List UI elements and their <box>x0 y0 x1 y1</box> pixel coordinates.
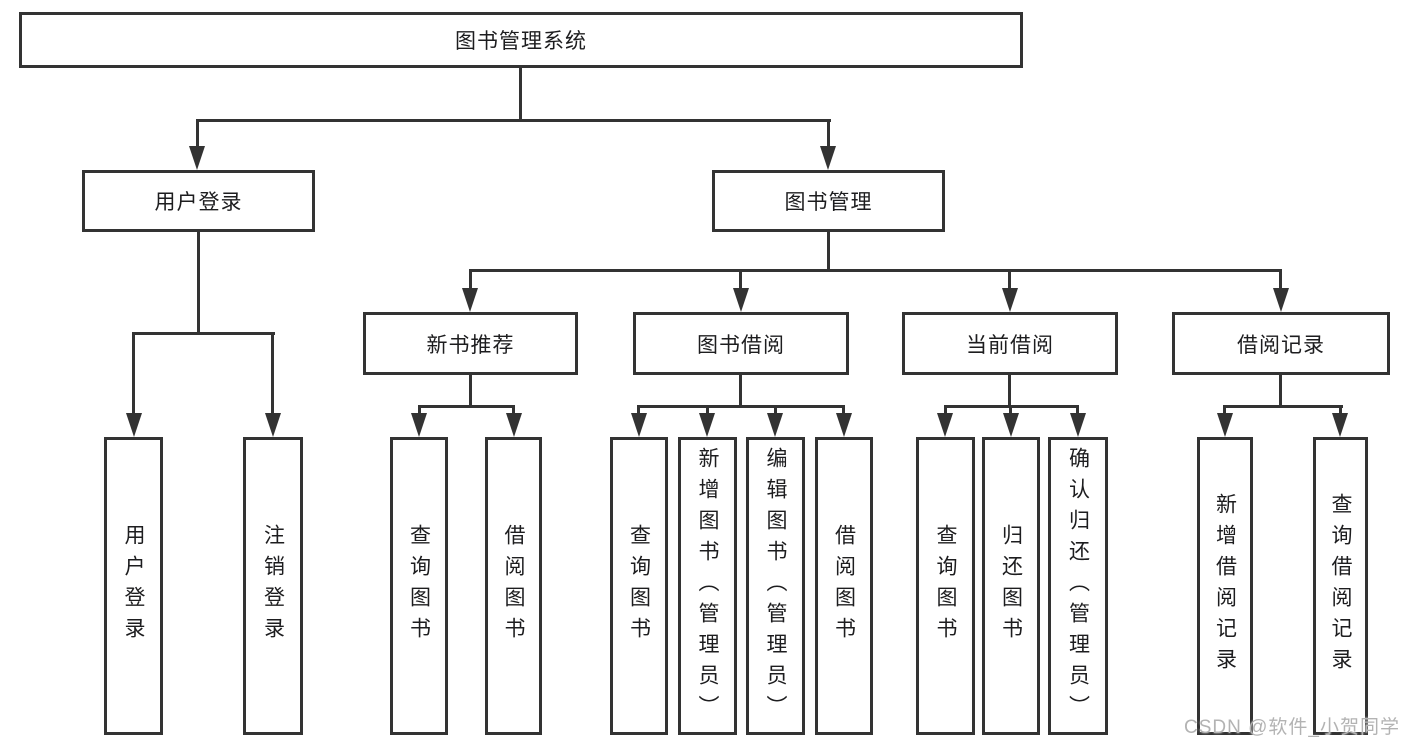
arrow-down-icon <box>1002 288 1018 312</box>
arrow-down-icon <box>1217 413 1233 437</box>
connector-stem <box>1076 405 1079 415</box>
node-label: 借阅记录 <box>1237 333 1325 357</box>
arrow-down-icon <box>1070 413 1086 437</box>
arrow-down-icon <box>820 146 836 170</box>
node-label: 图书借阅 <box>697 333 785 357</box>
node-label: 当前借阅 <box>966 333 1054 357</box>
arrow-down-icon <box>265 413 281 437</box>
connector-horizontal <box>945 405 1079 408</box>
arrow-down-icon <box>937 413 953 437</box>
leaf-label: 归还图书 <box>999 524 1023 648</box>
leaf-label: 查询图书 <box>407 524 431 648</box>
connector-stem <box>196 119 199 150</box>
arrow-down-icon <box>1003 413 1019 437</box>
leaf-borrowing-query-books: 查询图书 <box>610 437 668 735</box>
connector-stem <box>512 405 515 415</box>
connector-horizontal <box>1224 405 1343 408</box>
connector-horizontal <box>639 405 845 408</box>
connector-drop <box>1008 375 1011 408</box>
arrow-down-icon <box>462 288 478 312</box>
connector-stem <box>1339 405 1342 415</box>
leaf-logout: 注销登录 <box>243 437 303 735</box>
connector-stem <box>271 332 274 413</box>
connector-drop <box>469 375 472 408</box>
connector-drop <box>739 375 742 408</box>
arrow-down-icon <box>189 146 205 170</box>
node-label: 用户登录 <box>154 191 243 214</box>
leaf-borrowing-borrow-books: 借阅图书 <box>815 437 873 735</box>
leaf-user-login: 用户登录 <box>104 437 163 735</box>
node-root-label: 图书管理系统 <box>455 30 587 53</box>
leaf-label: 注销登录 <box>261 524 285 648</box>
connector-drop <box>1279 375 1282 408</box>
connector-stem <box>132 332 135 413</box>
node-current-borrowing: 当前借阅 <box>902 312 1118 375</box>
leaf-label: 编辑图书（管理员） <box>764 446 787 726</box>
node-user-login-branch: 用户登录 <box>82 170 315 232</box>
arrow-down-icon <box>836 413 852 437</box>
arrow-down-icon <box>126 413 142 437</box>
connector-stem <box>637 405 640 415</box>
leaf-label: 查询借阅记录 <box>1329 493 1352 679</box>
leaf-label: 确认归还（管理员） <box>1066 446 1090 726</box>
csdn-watermark: CSDN @软件_小贺同学 <box>1184 717 1400 738</box>
connector-horizontal <box>133 332 275 335</box>
node-root: 图书管理系统 <box>19 12 1023 68</box>
connector-stem <box>706 405 709 415</box>
leaf-current-confirm-return-admin: 确认归还（管理员） <box>1048 437 1108 735</box>
leaf-label: 新增图书（管理员） <box>696 446 719 726</box>
arrow-down-icon <box>733 288 749 312</box>
leaf-borrowing-add-books-admin: 新增图书（管理员） <box>678 437 737 735</box>
connector-stem <box>1279 269 1282 290</box>
leaf-label: 用户登录 <box>122 524 145 648</box>
leaf-label: 借阅图书 <box>502 524 525 648</box>
leaf-label: 新增借阅记录 <box>1213 493 1237 679</box>
connector-stem <box>1223 405 1226 415</box>
connector-stem <box>739 269 742 290</box>
arrow-down-icon <box>699 413 715 437</box>
arrow-down-icon <box>411 413 427 437</box>
leaf-current-return-books: 归还图书 <box>982 437 1040 735</box>
leaf-current-query-books: 查询图书 <box>916 437 975 735</box>
node-book-borrowing: 图书借阅 <box>633 312 849 375</box>
arrow-down-icon <box>631 413 647 437</box>
leaf-label: 借阅图书 <box>832 524 856 648</box>
arrow-down-icon <box>506 413 522 437</box>
connector-horizontal <box>419 405 515 408</box>
connector-l2-horizontal <box>197 119 831 122</box>
leaf-label: 查询图书 <box>934 524 957 648</box>
connector-stem <box>842 405 845 415</box>
connector-stem <box>827 119 830 150</box>
node-book-management: 图书管理 <box>712 170 945 232</box>
connector-stem <box>944 405 947 415</box>
leaf-label: 查询图书 <box>627 524 651 648</box>
node-label: 图书管理 <box>784 191 873 214</box>
connector-l3-horizontal <box>470 269 1281 272</box>
connector-drop <box>197 232 200 335</box>
leaf-newbook-borrow-books: 借阅图书 <box>485 437 542 735</box>
connector-drop <box>827 232 830 271</box>
arrow-down-icon <box>1332 413 1348 437</box>
leaf-borrowing-edit-books-admin: 编辑图书（管理员） <box>746 437 805 735</box>
connector-root-drop <box>519 68 522 121</box>
leaf-records-add-record: 新增借阅记录 <box>1197 437 1253 735</box>
arrow-down-icon <box>767 413 783 437</box>
connector-stem <box>1008 269 1011 290</box>
leaf-records-query-record: 查询借阅记录 <box>1313 437 1368 735</box>
connector-stem <box>469 269 472 290</box>
connector-stem <box>774 405 777 415</box>
connector-stem <box>1009 405 1012 415</box>
node-label: 新书推荐 <box>426 333 515 357</box>
connector-stem <box>418 405 421 415</box>
leaf-newbook-query-books: 查询图书 <box>390 437 448 735</box>
node-new-book-recommend: 新书推荐 <box>363 312 578 375</box>
node-borrowing-records: 借阅记录 <box>1172 312 1390 375</box>
arrow-down-icon <box>1273 288 1289 312</box>
